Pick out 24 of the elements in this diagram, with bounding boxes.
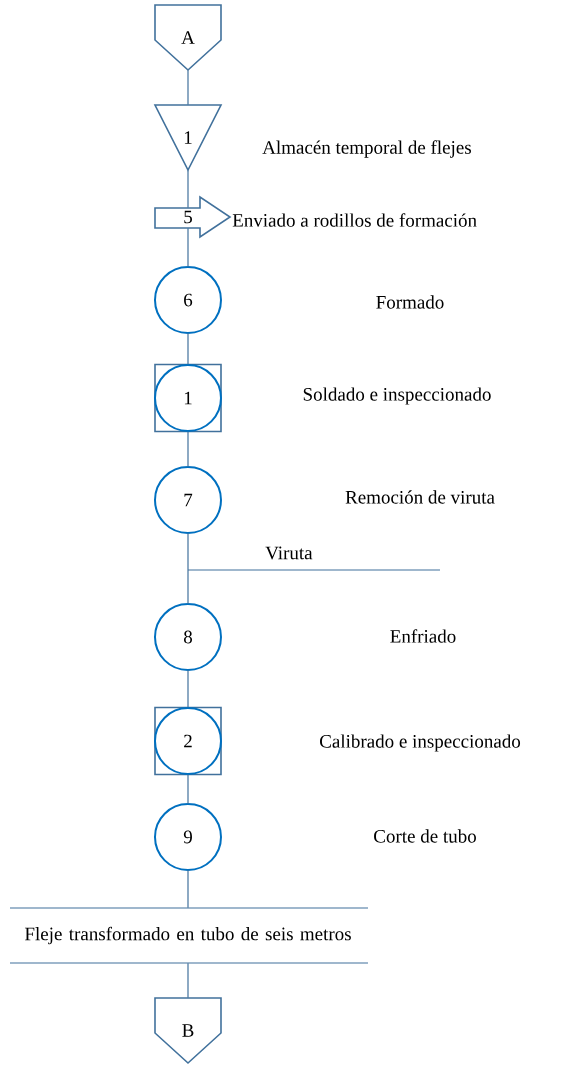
connector-line [187, 332, 189, 365]
connector-line [187, 169, 189, 209]
connector-line [187, 962, 189, 999]
connector-line [187, 774, 189, 805]
off-page-connector: B [154, 997, 222, 1065]
connector-line [187, 69, 189, 106]
step-caption: Enviado a rodillos de formación [232, 213, 477, 227]
connector-line [187, 431, 189, 468]
step-caption: Calibrado e inspeccionado [320, 734, 521, 752]
step-caption: Corte de tubo [374, 829, 476, 843]
off-page-connector: A [154, 4, 222, 72]
connector-line [187, 869, 189, 909]
combined-operation-inspection: 1 [154, 363, 222, 433]
combined-operation-inspection: 2 [154, 706, 222, 776]
step-caption: Soldado e inspeccionado [303, 387, 491, 405]
connector-line [187, 669, 189, 708]
step-caption: Enfriado [390, 629, 456, 643]
step-caption: Almacén temporal de flejes [262, 140, 471, 158]
connector-line [187, 227, 189, 268]
step-caption: Viruta [265, 546, 313, 560]
step-caption: Remoción de viruta [345, 490, 495, 504]
connector-line [187, 532, 189, 605]
product-band: Fleje transformado en tubo de seis metros [9, 907, 369, 964]
step-caption: Formado [376, 295, 444, 309]
